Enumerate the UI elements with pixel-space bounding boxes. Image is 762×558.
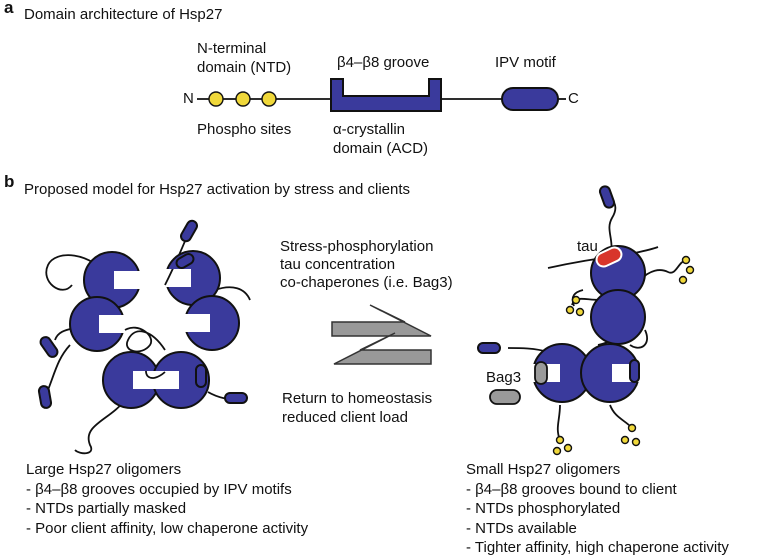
large-oligomer-item: - Poor client affinity, low chaperone ac… [26,519,309,537]
ntd-tail [571,289,584,307]
hsp27-subunit [184,295,240,351]
bag3-bound-shape [534,361,548,385]
tau-label: tau [577,238,598,255]
phospho-site-icon [565,305,575,315]
phospho-site-icon [678,275,688,285]
ipv-motif-shape [39,336,59,358]
small-oligomer-item: - β4–β8 grooves bound to client [466,480,677,498]
forward-condition-2: tau concentration [280,256,396,273]
ntd-tail [639,259,687,281]
panel-b-title: Proposed model for Hsp27 activation by s… [24,181,411,198]
ntd-tail [556,404,561,441]
phospho-sites-label: Phospho sites [197,121,292,138]
forward-condition-1: Stress-phosphorylation [280,238,434,255]
equilibrium-arrows [331,304,432,365]
forward-condition-3: co-chaperones (i.e. Bag3) [280,274,453,291]
small-oligomer-item: - Tighter affinity, high chaperone activ… [466,539,729,556]
bag3-label: Bag3 [486,369,522,386]
phospho-site-icon [681,255,691,265]
acd-label-line1: α-crystallin [333,121,406,138]
small-oligomer-title: Small Hsp27 oligomers [466,461,621,478]
phospho-site-icon [631,437,641,447]
domain-architecture [197,78,566,112]
small-oligomer [477,185,695,456]
small-oligomer-item: - NTDs phosphorylated [466,500,621,517]
phospho-site-icon [627,423,637,433]
small-oligomer-caption: Small Hsp27 oligomers - β4–β8 grooves bo… [466,460,729,558]
phospho-site-icon [685,265,695,275]
ipv-motif-shape [175,253,195,269]
phospho-site-icon [575,307,585,317]
phospho-site-icon [235,91,251,107]
acd-label-line2: domain (ACD) [333,140,429,157]
ntd-label-line1: N-terminal [197,40,267,57]
phospho-site-icon [208,91,224,107]
ipv-motif-shape [501,87,559,111]
ipv-motif-shape [37,385,53,409]
hsp27-subunit [102,351,160,409]
ntd-tail [629,329,648,349]
ipv-motif-shape [629,359,640,383]
tau-client-shape [595,246,623,268]
groove-label: β4–β8 groove [337,54,430,71]
ntd-tail [214,286,251,301]
panel-a-title: Domain architecture of Hsp27 [24,6,223,23]
ipv-motif-label: IPV motif [495,54,556,71]
reverse-arrow-icon [333,332,432,365]
panel-b-letter: b [4,172,15,191]
ipv-motif-shape [195,364,207,388]
phospho-site-icon [552,446,562,456]
ipv-motif-shape [180,219,198,243]
ntd-tail-center [124,326,166,353]
phospho-site-icon [571,295,581,305]
large-oligomer-item: - β4–β8 grooves occupied by IPV motifs [26,480,292,498]
n-terminus-label: N [183,90,194,107]
ntd-tail [74,399,126,455]
large-oligomer-caption: Large Hsp27 oligomers - β4–β8 grooves oc… [26,460,308,538]
ntd-tail [47,344,71,391]
acd-groove-shape [330,78,442,112]
small-oligomer-item: - NTDs available [466,519,577,537]
hsp27-subunit [152,351,210,409]
hsp27-subunit [69,296,125,352]
phospho-site-icon [261,91,277,107]
forward-arrow-icon [331,304,432,337]
large-oligomer-item: - NTDs partially masked [26,500,187,517]
reverse-condition-2: reduced client load [282,409,408,426]
large-oligomer-title: Large Hsp27 oligomers [26,461,182,478]
reverse-condition-1: Return to homeostasis [282,390,433,407]
ipv-motif-shape [598,185,616,209]
panel-a-letter: a [4,0,14,17]
phospho-site-icon [563,443,573,453]
ntd-label-line2: domain (NTD) [197,59,292,76]
bag3-shape [489,389,521,405]
ipv-motif-shape [477,342,501,354]
phospho-site-icon [555,435,565,445]
large-oligomer [37,219,251,455]
hsp27-subunit [590,289,646,345]
c-terminus-label: C [568,90,579,107]
ipv-motif-shape [224,392,248,404]
ntd-tail [609,404,633,429]
phospho-site-icon [620,435,630,445]
